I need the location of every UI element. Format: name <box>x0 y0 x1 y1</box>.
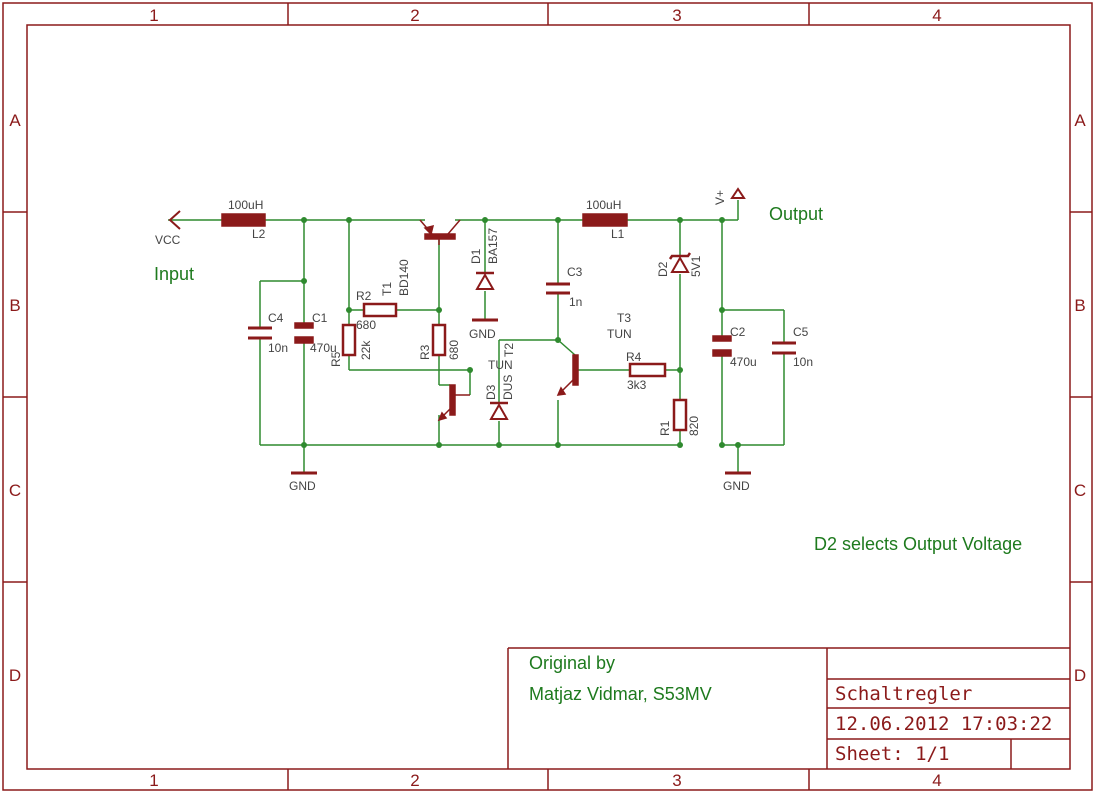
t1-value: BD140 <box>397 259 411 296</box>
gnd-d1-label: GND <box>469 327 496 341</box>
col-label-2-bottom: 2 <box>410 771 419 790</box>
row-label-a-right: A <box>1074 111 1086 130</box>
row-label-b-right: B <box>1074 296 1085 315</box>
resistor-r1 <box>672 398 688 432</box>
vcc-label: VCC <box>155 233 181 247</box>
vplus-label: V+ <box>713 190 727 205</box>
capacitor-c3 <box>546 282 570 295</box>
d1-value: BA157 <box>486 228 500 264</box>
resistor-r4 <box>628 362 667 378</box>
l1-name: L1 <box>611 227 625 241</box>
author-text: Matjaz Vidmar, S53MV <box>529 684 712 704</box>
r5-name: R5 <box>329 351 343 367</box>
r1-name: R1 <box>658 420 672 436</box>
t2-value: TUN <box>488 358 513 372</box>
r3-name: R3 <box>418 344 432 360</box>
l1-value: 100uH <box>586 198 621 212</box>
date-text: 12.06.2012 17:03:22 <box>835 713 1052 735</box>
c4-value: 10n <box>268 341 288 355</box>
r5-value: 22k <box>359 340 373 360</box>
r2-name: R2 <box>356 289 372 303</box>
capacitor-c5 <box>772 341 796 355</box>
t3-value: TUN <box>607 327 632 341</box>
col-label-3-top: 3 <box>672 6 681 25</box>
t1-name: T1 <box>380 282 394 296</box>
inductor-l1 <box>582 213 628 227</box>
wires <box>168 200 785 473</box>
c5-value: 10n <box>793 355 813 369</box>
sheet-number: Sheet: 1/1 <box>835 743 949 765</box>
row-label-c-right: C <box>1074 481 1086 500</box>
r4-value: 3k3 <box>627 378 647 392</box>
t3-name: T3 <box>617 311 631 325</box>
r1-value: 820 <box>687 416 701 436</box>
d1-name: D1 <box>469 248 483 264</box>
title-text: Schaltregler <box>835 683 972 705</box>
d3-name: D3 <box>484 384 498 400</box>
c3-name: C3 <box>567 265 583 279</box>
c2-value: 470u <box>730 355 757 369</box>
row-label-b-left: B <box>9 296 20 315</box>
resistor-r5 <box>341 323 357 357</box>
diode-d3 <box>489 401 509 420</box>
r4-name: R4 <box>626 350 642 364</box>
d3-value: DUS <box>501 375 515 400</box>
input-note: Input <box>154 264 194 284</box>
col-label-4-top: 4 <box>932 6 941 25</box>
transistor-t2 <box>437 384 470 422</box>
row-label-d-right: D <box>1074 666 1086 685</box>
c4-name: C4 <box>268 311 284 325</box>
capacitor-c1 <box>294 322 314 344</box>
d2-value: 5V1 <box>689 255 703 277</box>
inductor-l2 <box>221 213 266 227</box>
row-label-a-left: A <box>9 111 21 130</box>
row-label-c-left: C <box>9 481 21 500</box>
original-by-label: Original by <box>529 653 615 673</box>
col-label-4-bottom: 4 <box>932 771 941 790</box>
d2-name: D2 <box>656 261 670 277</box>
gnd-left-label: GND <box>289 479 316 493</box>
c2-name: C2 <box>730 325 746 339</box>
junction-dots <box>301 217 741 448</box>
l2-name: L2 <box>252 227 266 241</box>
col-label-1-top: 1 <box>149 6 158 25</box>
r3-value: 680 <box>447 340 461 360</box>
gnd-right-label: GND <box>723 479 750 493</box>
r2-value: 680 <box>356 318 376 332</box>
diode-d1 <box>475 271 495 290</box>
frame-column-labels: 1 2 3 4 1 2 3 4 <box>149 6 941 790</box>
transistor-t3 <box>556 354 579 396</box>
d2-note: D2 selects Output Voltage <box>814 534 1022 554</box>
c1-name: C1 <box>312 311 328 325</box>
c3-value: 1n <box>569 295 582 309</box>
vcc-supply-arrow-icon <box>168 210 181 230</box>
zener-diode-d2 <box>668 252 692 273</box>
t2-name: T2 <box>502 343 516 357</box>
col-label-1-bottom: 1 <box>149 771 158 790</box>
c1-value: 470u <box>310 341 337 355</box>
resistor-r3 <box>431 323 447 357</box>
c5-name: C5 <box>793 325 809 339</box>
capacitor-c4 <box>248 326 272 340</box>
vplus-supply-icon <box>730 187 746 199</box>
title-block <box>507 647 1070 769</box>
output-note: Output <box>769 204 823 224</box>
col-label-2-top: 2 <box>410 6 419 25</box>
frame-row-labels: A B C D A B C D <box>9 111 1086 685</box>
row-label-d-left: D <box>9 666 21 685</box>
resistor-r2 <box>362 302 398 318</box>
transistor-t1 <box>419 219 461 245</box>
capacitor-c2 <box>712 335 732 357</box>
l2-value: 100uH <box>228 198 263 212</box>
col-label-3-bottom: 3 <box>672 771 681 790</box>
